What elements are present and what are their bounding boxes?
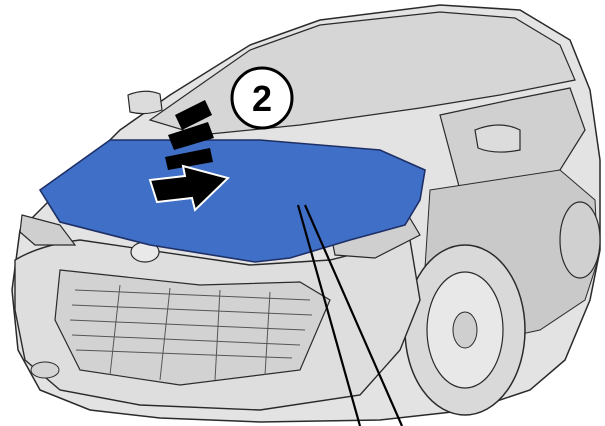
step-number-badge: 2 [232, 68, 292, 128]
step-number-text: 2 [252, 78, 272, 119]
